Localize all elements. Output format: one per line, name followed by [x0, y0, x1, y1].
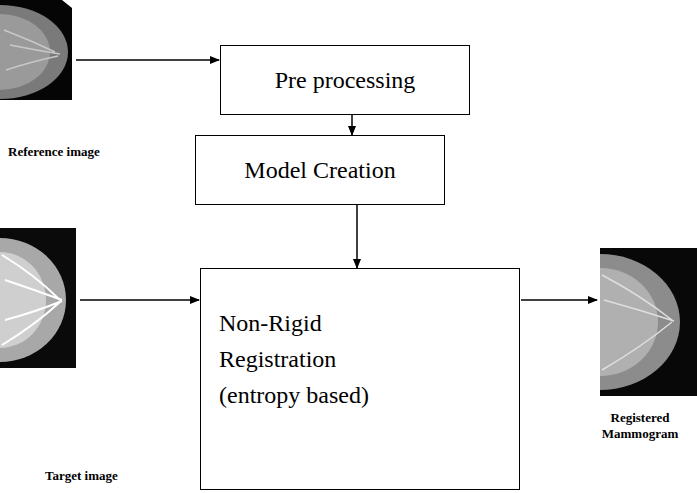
process-box: Non-Rigid Registration (entropy based) [200, 268, 520, 490]
output-arrow [521, 299, 597, 301]
process-box: Pre processing [220, 45, 470, 115]
box-text: Pre processing [275, 62, 416, 98]
image-caption: Registered Mammogram [586, 410, 694, 441]
box-text: Model Creation [244, 152, 395, 188]
box-text: Non-Rigid Registration (entropy based) [219, 305, 399, 413]
flow-arrow [351, 115, 353, 135]
reference-mammogram [0, 0, 72, 100]
flow-arrow [356, 205, 358, 268]
input-arrow [80, 299, 199, 301]
target-mammogram [0, 228, 76, 368]
input-arrow [76, 59, 219, 61]
registered-mammogram [600, 248, 697, 396]
process-box: Model Creation [195, 135, 445, 205]
image-caption: Target image [45, 468, 165, 484]
image-caption: Reference image [8, 144, 128, 160]
